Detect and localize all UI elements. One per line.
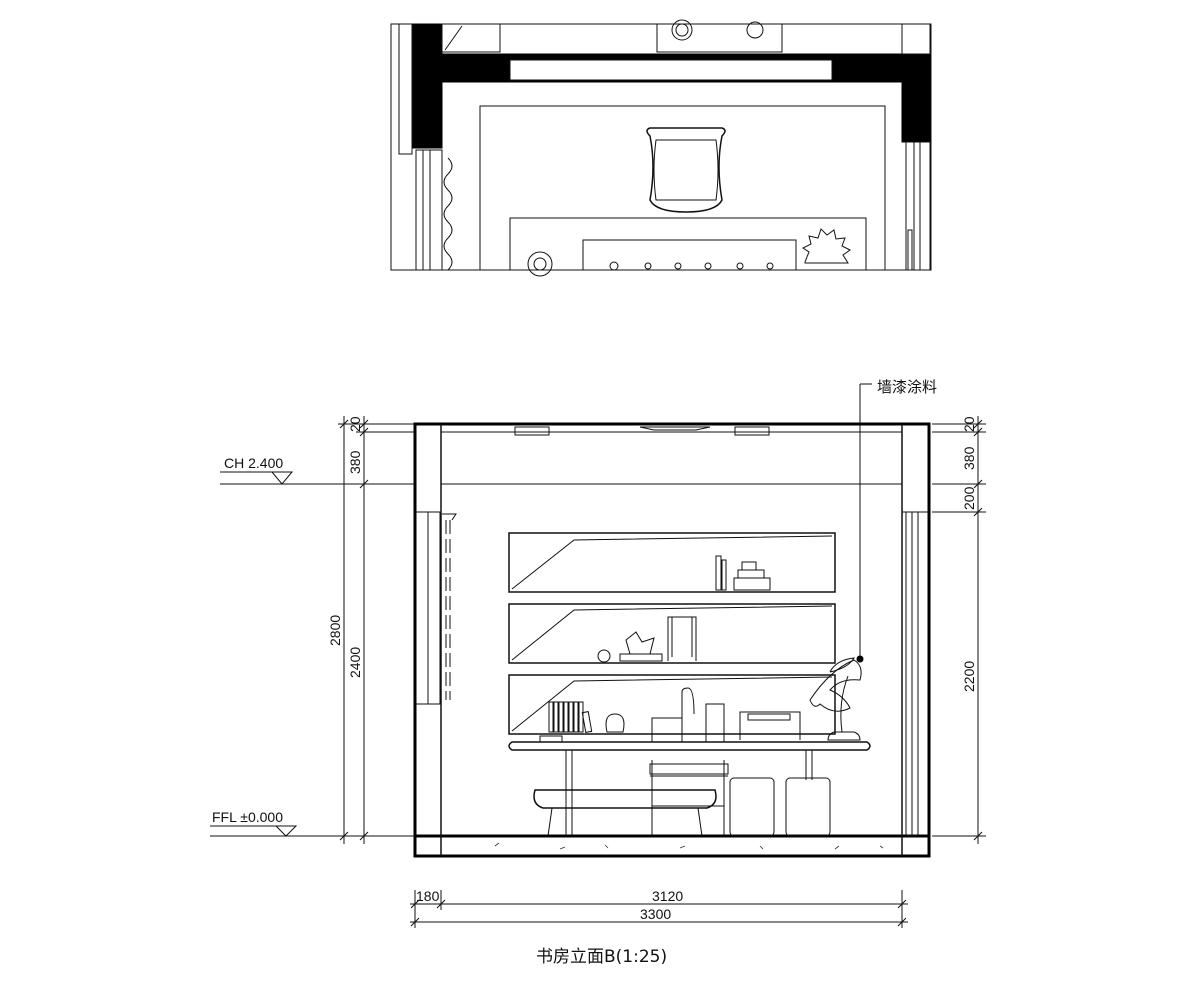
desk: [508, 687, 871, 836]
dims-right: 20 380 200 2200: [932, 416, 986, 844]
level-ceiling: CH 2.400: [220, 455, 415, 485]
dims-left: 20 380 2800 2400: [327, 416, 414, 844]
drawing-title: 书房立面B(1:25): [536, 947, 667, 967]
svg-text:2200: 2200: [961, 661, 977, 692]
svg-text:3120: 3120: [652, 888, 683, 904]
material-note: 墙漆涂料: [877, 378, 937, 396]
floor-hatch: [494, 842, 884, 850]
svg-text:200: 200: [961, 486, 977, 510]
desk-items: [609, 261, 774, 271]
svg-text:3300: 3300: [640, 906, 671, 922]
bench: [533, 789, 717, 837]
svg-text:CH 2.400: CH 2.400: [224, 455, 283, 471]
svg-text:2800: 2800: [327, 615, 343, 646]
svg-text:380: 380: [961, 446, 977, 470]
plan-view: [390, 19, 932, 277]
shelf-top: [508, 532, 836, 593]
books: [548, 701, 593, 733]
chair: [649, 760, 729, 836]
svg-text:FFL ±0.000: FFL ±0.000: [212, 809, 283, 825]
shelf-middle: [508, 603, 836, 664]
svg-text:180: 180: [416, 888, 440, 904]
svg-text:380: 380: [347, 450, 363, 474]
elevation-view: 墙漆涂料: [413, 378, 937, 858]
shelf-bottom: [508, 674, 836, 735]
plant: [809, 657, 862, 741]
svg-text:20: 20: [961, 416, 977, 432]
svg-text:20: 20: [347, 416, 363, 432]
dims-bottom: 180 3120 3300: [410, 888, 908, 928]
level-floor: FFL ±0.000: [210, 809, 415, 837]
svg-text:2400: 2400: [347, 647, 363, 678]
